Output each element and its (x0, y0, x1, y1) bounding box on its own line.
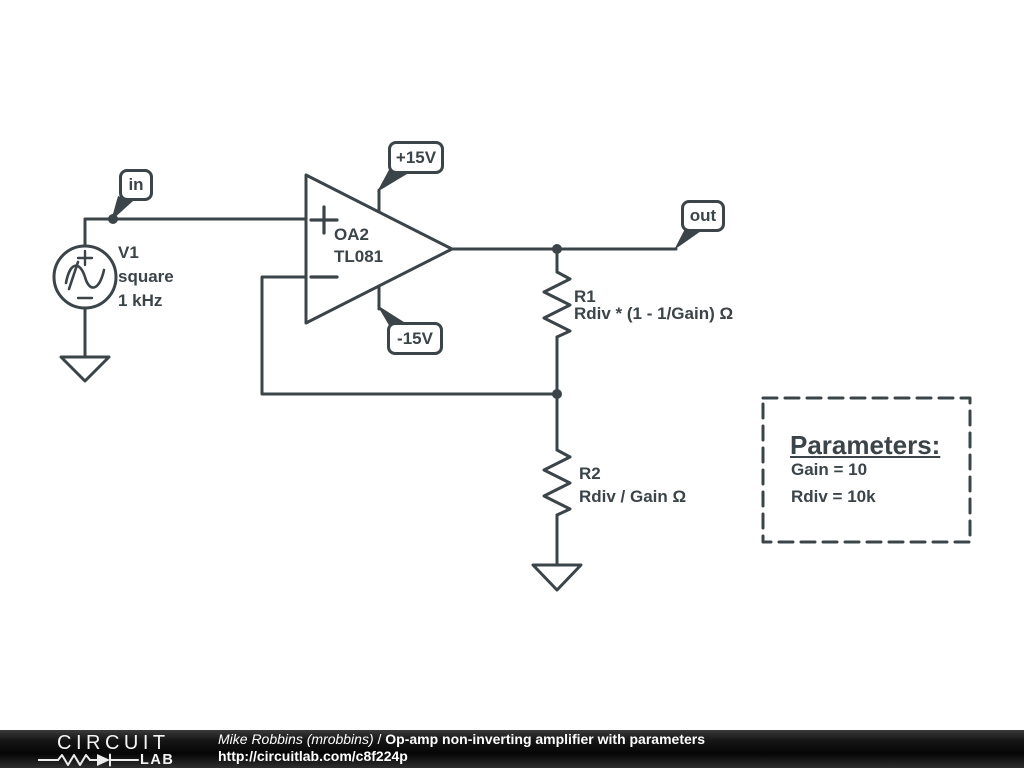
credit-line: Mike Robbins (mrobbins) / Op-amp non-inv… (218, 731, 705, 748)
schematic-url[interactable]: http://circuitlab.com/c8f224p (218, 748, 408, 764)
net-flag-plus15v[interactable]: +15V (388, 141, 444, 174)
circuitlab-logo-circuit-text: CIRCUIT (57, 732, 170, 754)
diode-icon (97, 754, 110, 766)
resistor-r1-symbol[interactable] (542, 247, 572, 396)
v1-frequency-label: 1 kHz (118, 291, 163, 310)
circuitlab-logo-schematic-icon (38, 753, 139, 767)
author-name[interactable]: Mike Robbins (mrobbins) (218, 731, 374, 747)
junction-dot-feedback (552, 389, 562, 399)
schematic-title: Op-amp non-inverting amplifier with para… (385, 731, 705, 747)
parameters-box-outline (761, 396, 972, 544)
credit-separator: / (377, 731, 382, 747)
wire-feedback (260, 275, 559, 396)
noninverting-input-plus-mark (309, 205, 339, 235)
parameters-title: Parameters: (790, 430, 941, 460)
voltage-source-v1[interactable] (52, 244, 118, 310)
r2-value-label: Rdiv / Gain Ω (579, 487, 687, 506)
in-flag-pointer (111, 196, 133, 221)
parameter-item-gain: Gain = 10 (791, 460, 868, 479)
footer-bar (0, 730, 1024, 768)
r2-ref-label: R2 (579, 464, 601, 483)
vpos-flag-pointer (377, 168, 407, 192)
v1-plus-mark (76, 249, 94, 267)
net-flag-minus15v[interactable]: -15V (387, 322, 443, 355)
parameter-item-rdiv: Rdiv = 10k (791, 487, 876, 506)
ground-symbol-r2[interactable] (531, 563, 583, 592)
sine-wave-icon (64, 264, 106, 289)
out-flag-pointer (674, 227, 701, 250)
v1-ref-label: V1 (118, 243, 139, 262)
net-flag-in[interactable]: in (119, 169, 153, 201)
junction-dot-out (552, 244, 562, 254)
ground-symbol-v1[interactable] (59, 355, 111, 383)
opamp-model-label: TL081 (334, 247, 384, 266)
opamp-ref-label: OA2 (334, 225, 369, 244)
wire-input-net (83, 217, 308, 249)
net-flag-out[interactable]: out (681, 200, 725, 232)
r1-value-label: Rdiv * (1 - 1/Gain) Ω (574, 304, 734, 323)
slash-mark (67, 260, 80, 291)
resistor-r2-symbol[interactable] (542, 392, 572, 567)
circuitlab-logo-lab-text: LAB (140, 752, 175, 768)
v1-waveform-label: square (118, 267, 174, 286)
footer-credit: Mike Robbins (mrobbins) / Op-amp non-inv… (218, 731, 705, 765)
r1-ref-label: R1 (574, 287, 596, 306)
vneg-flag-pointer (377, 305, 407, 327)
